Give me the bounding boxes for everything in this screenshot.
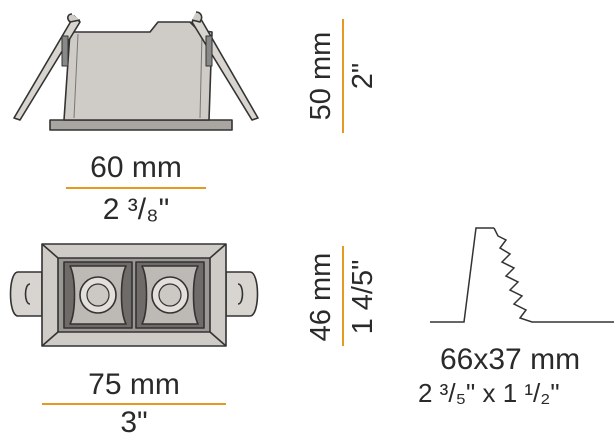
top-height-dim-line [342, 19, 344, 133]
front-height-inch: 1 4/5" [347, 259, 379, 335]
front-height-mm: 46 mm [305, 252, 337, 342]
top-width-inch: 2 ³/₈" [102, 193, 170, 226]
cutout-size-mm: 66x37 mm [440, 343, 581, 376]
top-height-mm: 50 mm [305, 31, 337, 121]
cutout-zigzag [493, 227, 614, 323]
front-width-mm: 75 mm [88, 368, 180, 401]
front-width-inch: 3" [120, 406, 148, 439]
front-width-dim-line [42, 403, 226, 405]
cutout-size-inch: 2 ³/₅" x 1 ¹/₂" [418, 378, 560, 408]
cutout-outline [430, 227, 494, 323]
front-height-dim-line [342, 246, 344, 346]
top-width-mm: 60 mm [90, 151, 182, 184]
top-height-inch: 2" [347, 62, 379, 90]
top-width-dim-line [66, 187, 206, 189]
